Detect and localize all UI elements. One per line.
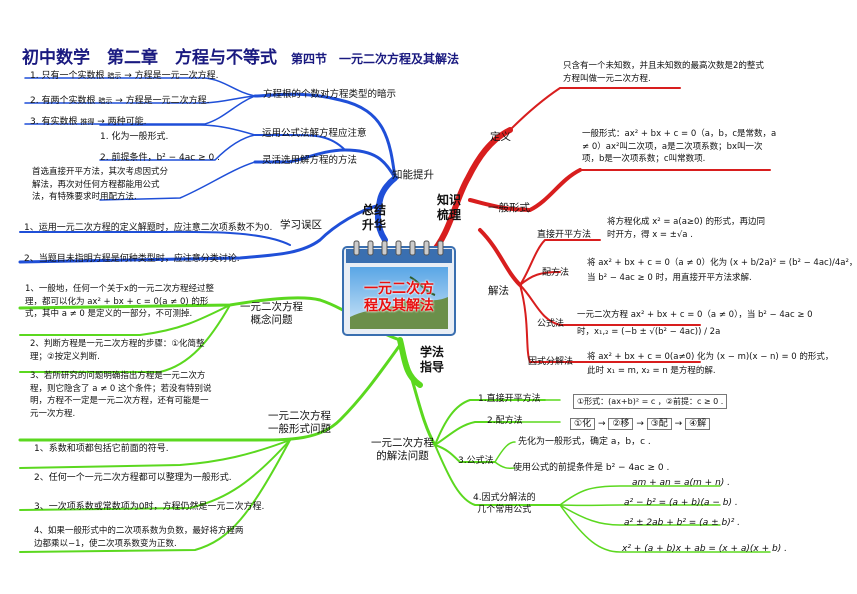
square-step-4: ④解 (685, 418, 711, 430)
concept-item-1: 1、一般地，任何一个关于x的一元二次方程经过整理，都可以化为 ax² + bx … (25, 284, 214, 319)
concept-item-2: 2、判断方程是一元二次方程的步骤：①化简整理；②按定义判断. (30, 339, 205, 362)
center-title: 一元二次方 程及其解法 (356, 281, 442, 315)
direct-root-text: 将方程化成 x² = a(a≥0) 的形式，再边同时开方，得 x = ±√a . (607, 217, 765, 240)
formula-attention-label: 运用公式法解方程应注意 (262, 128, 367, 139)
solving-square-steps: ①化 → ②移 → ③配 → ④解 (570, 418, 711, 431)
quadrant-knowledge: 知识 梳理 (437, 193, 462, 222)
flexible-label: 灵活选用解方程的方法 (262, 155, 358, 166)
roots-item-2: 2. 有两个实数根 暗示 → 方程是一元二次方程. (30, 96, 210, 106)
roots-item-1-pre: 1. 只有一个实数根 (30, 71, 105, 81)
flexible-text: 首选直接开平方法，其次考虑因式分解法，再次对任何方程都能用公式法，有特殊要求时用… (32, 167, 169, 202)
branch-lines (18, 77, 771, 553)
center-topic-card: 一元二次方 程及其解法 (340, 237, 458, 337)
solving-formula-text1: 先化为一般形式，确定 a，b，c . (518, 437, 651, 447)
roots-item-1-arrow: 暗示 (107, 72, 122, 80)
factor-label: 因式分解法 (528, 357, 574, 367)
general-form-label: 一般形式 (488, 202, 530, 214)
solving-label: 一元二次方程 的解法问题 (371, 437, 434, 462)
general-item-3: 3、一次项系数或常数项为0时，方程仍然是一元二次方程. (34, 502, 265, 512)
mindmap-canvas: { "header": { "title": "初中数学 第二章 方程与不等式"… (18, 43, 857, 554)
complete-square-label: 配方法 (542, 268, 570, 278)
solving-direct-text: ①形式：(ax+b)² = c ，②前提：c ≥ 0 . (573, 394, 728, 409)
roots-hint-label: 方程根的个数对方程类型的暗示 (263, 89, 397, 100)
knowledge-branches (427, 87, 771, 363)
roots-item-3-post: 两种可能. (107, 117, 147, 127)
square-arrow-icon: → (636, 419, 647, 429)
factor-formula-3: a² ± 2ab + b² = (a ± b)² . (624, 518, 741, 528)
complete-square-text2: 当 b² − 4ac ≥ 0 时，用直接开平方法求解. (587, 273, 752, 283)
header: 初中数学 第二章 方程与不等式第四节 一元二次方程及其解法 (22, 43, 459, 68)
square-step-1: ①化 (570, 418, 596, 430)
general-item-4: 4、如果一般形式中的二次项系数为负数，最好将方程两边都乘以−1，使二次项系数变为… (34, 526, 244, 549)
formula-attention-item-2: 2. 前提条件，b² − 4ac ≥ 0 . (100, 153, 220, 163)
center-title-line1: 一元二次方 (364, 281, 434, 297)
calendar-icon (342, 240, 456, 336)
mistakes-label: 学习误区 (280, 219, 322, 231)
formula-attention-item-1: 1. 化为一般形式. (100, 132, 169, 142)
general-item-1: 1、系数和项都包括它前面的符号. (34, 444, 169, 454)
factor-formula-2: a² − b² = (a + b)(a − b) . (624, 498, 738, 508)
square-step-3: ③配 (646, 418, 672, 430)
square-arrow-icon: → (597, 419, 609, 429)
solving-direct-label: 1.直接开平方法 (478, 394, 541, 404)
roots-item-3-arrow: 推得 (80, 118, 95, 126)
page-subtitle: 第四节 一元二次方程及其解法 (291, 52, 460, 66)
general-form-text: 一般形式：ax² + bx + c = 0（a，b，c是常数，a ≠ 0）ax²… (582, 129, 777, 164)
page-title: 初中数学 第二章 方程与不等式 (22, 48, 277, 68)
concept-label: 一元二次方程 概念问题 (240, 301, 303, 326)
formula-text1: 一元二次方程 ax² + bx + c = 0（a ≠ 0），当 b² − 4a… (577, 310, 813, 320)
method-branches (18, 296, 771, 553)
factor-formula-4: x² + (a + b)x + ab = (x + a)(x + b) . (622, 544, 787, 554)
definition-text: 只含有一个未知数，并且未知数的最高次数是2的整式方程叫做一元二次方程. (563, 61, 764, 84)
quadrant-summary: 总结 升华 (362, 203, 387, 232)
improve-label: 知能提升 (392, 169, 434, 181)
mistake-item-1: 1、运用一元二次方程的定义解题时，应注意二次项系数不为0. (24, 223, 273, 233)
general-problem-label: 一元二次方程 一般形式问题 (268, 410, 331, 435)
roots-item-2-pre: 2. 有两个实数根 (30, 96, 96, 106)
roots-item-1: 1. 只有一个实数根 暗示 → 方程是一元一次方程. (30, 71, 219, 81)
factor-formula-1: am + an = a(m + n) . (632, 478, 731, 488)
solving-formula-text2: 使用公式的前提条件是 b² − 4ac ≥ 0 . (513, 463, 670, 473)
roots-item-1-post: 方程是一元一次方程. (134, 71, 219, 81)
solutions-label: 解法 (488, 285, 509, 297)
roots-item-3: 3. 有实数根 推得 → 两种可能. (30, 117, 147, 127)
factor-text1: 将 ax² + bx + c = 0(a≠0) 化为 (x − m)(x − n… (587, 352, 834, 362)
roots-item-2-post: 方程是一元二次方程. (125, 96, 210, 106)
mistake-item-2: 2、当题目未指明方程是何种类型时，应注意分类讨论. (24, 254, 240, 264)
complete-square-text1: 将 ax² + bx + c = 0（a ≠ 0）化为 (x + b/2a)² … (587, 258, 857, 268)
solving-square-label: 2.配方法 (487, 416, 523, 426)
square-step-2: ②移 (608, 418, 634, 430)
formula-text2: 时，x₁,₂ = (−b ± √(b² − 4ac)) / 2a (577, 327, 721, 337)
center-title-line2: 程及其解法 (364, 298, 434, 314)
square-arrow-icon: → (674, 419, 686, 429)
factor-text2: 此时 x₁ = m, x₂ = n 是方程的解. (587, 366, 716, 376)
summary-branches (18, 77, 398, 264)
formula-label: 公式法 (537, 319, 565, 329)
direct-root-label: 直接开平方法 (537, 230, 592, 240)
roots-item-3-pre: 3. 有实数根 (30, 117, 78, 127)
roots-item-2-arrow: 暗示 (98, 97, 113, 105)
general-item-2: 2、任何一个一元二次方程都可以整理为一般形式. (34, 473, 232, 483)
quadrant-method: 学法 指导 (420, 345, 445, 374)
definition-label: 定义 (490, 131, 511, 143)
solving-factor-label: 4.因式分解法的 几个常用公式 (473, 493, 536, 515)
concept-item-3: 3、若所研究的问题明确指出方程是一元二次方程，则它隐含了 a ≠ 0 这个条件；… (30, 371, 212, 419)
solving-formula-label: 3.公式法 (458, 456, 494, 466)
